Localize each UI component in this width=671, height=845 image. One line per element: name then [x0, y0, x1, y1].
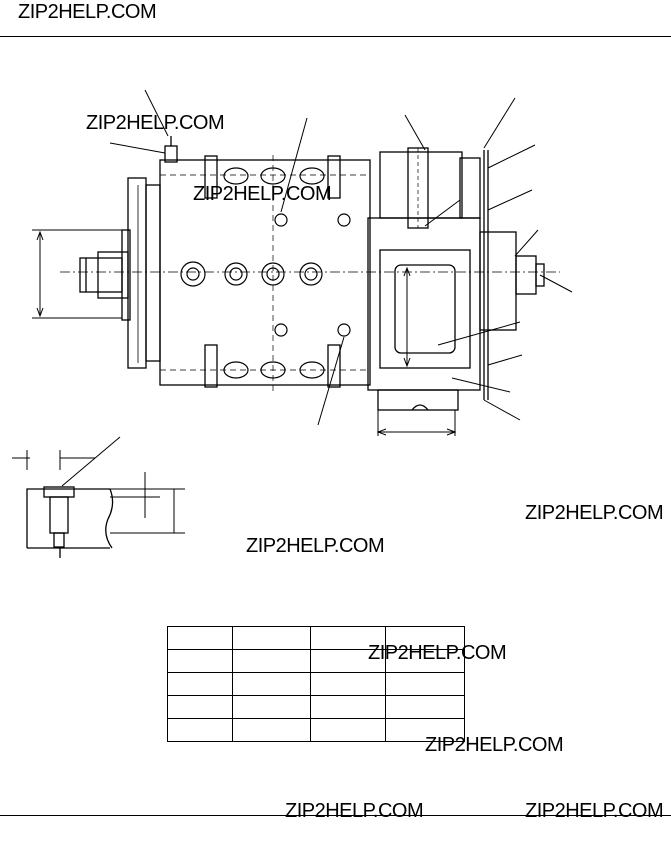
table-cell — [232, 695, 311, 719]
watermark: ZIP2HELP.COM — [86, 112, 225, 134]
table-cell — [167, 649, 233, 673]
terminal-box — [367, 147, 481, 411]
main-frame — [159, 136, 371, 388]
ports — [180, 167, 351, 379]
table-cell — [167, 695, 233, 719]
right-shaft — [479, 231, 545, 331]
table-cell — [385, 672, 465, 696]
watermark: ZIP2HELP.COM — [525, 800, 664, 822]
left-shaft — [79, 251, 129, 299]
bottom-dimension — [376, 410, 457, 436]
table-cell — [167, 626, 233, 650]
watermark: ZIP2HELP.COM — [368, 642, 507, 664]
leader-lines — [109, 89, 573, 426]
watermark: ZIP2HELP.COM — [525, 502, 664, 524]
table-cell — [232, 649, 311, 673]
watermark: ZIP2HELP.COM — [193, 183, 332, 205]
header-rule — [0, 36, 671, 37]
table-cell — [167, 672, 233, 696]
table-row — [167, 718, 465, 742]
left-flange — [121, 177, 161, 369]
table-row — [167, 695, 465, 719]
header-watermark: ZIP2HELP.COM — [18, 1, 157, 23]
table-row — [167, 672, 465, 696]
table-cell — [385, 695, 465, 719]
table-cell — [310, 695, 386, 719]
left-dimension — [32, 229, 122, 319]
table-cell — [232, 626, 311, 650]
table-cell — [310, 718, 386, 742]
table-cell — [385, 718, 465, 742]
table-cell — [167, 718, 233, 742]
detail-view — [12, 436, 185, 558]
watermark: ZIP2HELP.COM — [285, 800, 424, 822]
table-cell — [385, 626, 465, 650]
watermark: ZIP2HELP.COM — [425, 734, 564, 756]
spec-table — [167, 626, 465, 742]
footer-rule — [0, 815, 671, 816]
table-cell — [232, 672, 311, 696]
table-cell — [232, 718, 311, 742]
table-cell — [310, 672, 386, 696]
watermark: ZIP2HELP.COM — [246, 535, 385, 557]
